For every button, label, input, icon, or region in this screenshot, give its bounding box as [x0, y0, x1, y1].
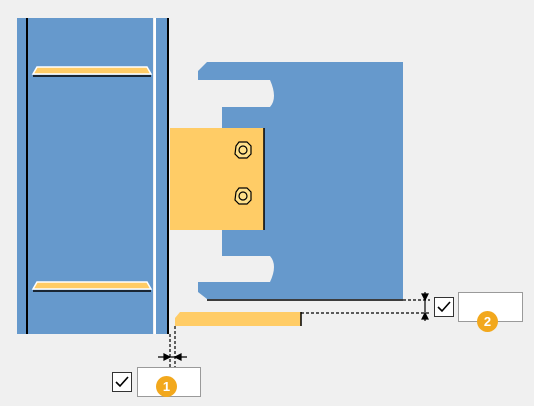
- dimension-gap-2: [301, 292, 430, 321]
- column: [17, 18, 169, 334]
- beam-bottom-flange: [198, 282, 403, 299]
- fin-plate-body: [170, 128, 264, 230]
- beam-top-flange: [198, 62, 403, 80]
- check-icon: [437, 301, 451, 313]
- stiffener-top: [31, 66, 153, 75]
- bottom-plate-body: [175, 312, 301, 326]
- column-flange: [155, 18, 169, 334]
- bolt-bottom: [234, 187, 252, 205]
- parameter-2: 2: [434, 292, 523, 332]
- parameter-2-input[interactable]: [458, 292, 523, 322]
- bolt-top: [234, 141, 252, 159]
- beam: [198, 62, 403, 301]
- parameter-1-checkbox[interactable]: [112, 372, 132, 392]
- parameter-1: 1: [112, 367, 201, 397]
- stiffener-bottom: [31, 281, 153, 290]
- bottom-plate: [175, 312, 302, 326]
- fin-plate: [170, 128, 265, 230]
- parameter-2-checkbox[interactable]: [434, 297, 454, 317]
- parameter-1-badge: 1: [156, 376, 177, 397]
- dimension-gap-1: [158, 326, 187, 368]
- check-icon: [115, 376, 129, 388]
- parameter-2-badge: 2: [477, 311, 498, 332]
- beam-web: [222, 80, 403, 282]
